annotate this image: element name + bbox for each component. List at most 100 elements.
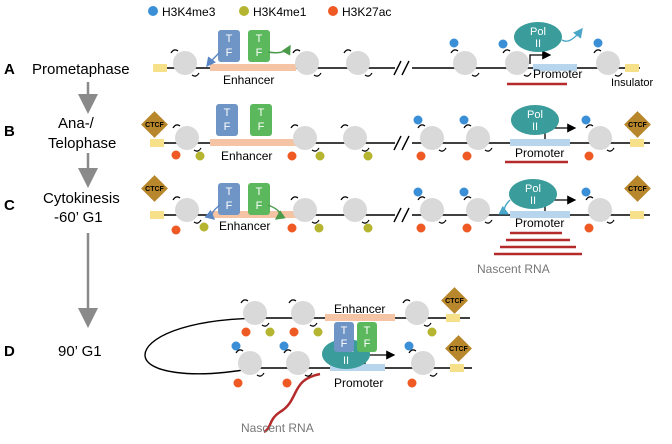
nucleosome	[290, 196, 320, 224]
insulator-element	[446, 314, 460, 322]
ctcf-label: CTCF	[145, 122, 164, 129]
binding-arrow-icon	[267, 204, 286, 220]
promoter-label: Promoter	[515, 146, 564, 160]
h3k4me3-mark	[231, 341, 241, 351]
panel-letter-c: C	[4, 197, 15, 214]
panel-letter-d: D	[4, 343, 15, 360]
h3k4me3-mark	[413, 115, 423, 125]
insulator-label: Insulator	[611, 77, 654, 89]
transcription-factor: T F	[216, 104, 238, 136]
stage-cytokinesis-line1: Cytokinesis	[43, 190, 120, 207]
row-d: CTCF CTCF Enhancer Promoter Nascent RNA	[144, 287, 472, 435]
h3k27ac-mark	[171, 225, 181, 235]
h3k4me1-mark	[315, 151, 325, 161]
nucleosome	[172, 124, 202, 152]
ctcf-label: CTCF	[445, 298, 464, 305]
nucleosome	[408, 349, 438, 377]
h3k4me1-mark	[363, 151, 373, 161]
h3k4me3-mark	[459, 187, 469, 197]
nucleosome	[170, 49, 200, 77]
binding-arrow-icon	[267, 44, 291, 56]
stage-labels: A Prometaphase B Ana-/ Telophase C Cytok…	[4, 61, 130, 360]
pol2-complex: Pol II	[514, 22, 562, 52]
nucleosome	[502, 49, 532, 77]
tf-letter-f: F	[226, 47, 233, 59]
h3k27ac-mark	[462, 151, 472, 161]
h3k4me3-mark	[459, 115, 469, 125]
ctcf-label: CTCF	[449, 346, 468, 353]
tf-letter-t: T	[224, 107, 231, 119]
tss-arrow-icon	[529, 50, 552, 64]
enhancer-label: Enhancer	[223, 73, 274, 87]
nascent-rna-label: Nascent RNA	[477, 262, 550, 276]
stage-g1-60-line2: -60’ G1	[54, 209, 103, 226]
nucleosome	[417, 196, 447, 224]
transcription-factor: T F	[248, 30, 270, 62]
stage-ana-line1: Ana-/	[58, 115, 95, 132]
h3k27ac-mark	[287, 223, 297, 233]
h3k4me3-mark	[449, 38, 459, 48]
h3k27ac-mark	[241, 327, 251, 337]
h3k4me1-mark	[363, 223, 373, 233]
ctcf-label: CTCF	[628, 186, 647, 193]
promoter-region	[510, 139, 570, 146]
chromatin-break	[393, 60, 410, 76]
transcription-factor: T F	[357, 322, 377, 352]
panel-letter-b: B	[4, 123, 15, 140]
h3k4me1-legend-marker	[239, 6, 249, 16]
nucleosome	[288, 299, 318, 327]
h3k4me1-mark	[265, 327, 275, 337]
legend-h3k27ac-label: H3K27ac	[342, 5, 391, 19]
pol2-label-line1: Pol	[527, 109, 543, 121]
nucleosome	[290, 124, 320, 152]
enhancer-region	[210, 64, 296, 71]
tf-letter-f: F	[226, 200, 233, 212]
ctcf-protein: CTCF	[445, 335, 472, 362]
tf-letter-t: T	[364, 325, 371, 337]
tf-letter-f: F	[364, 338, 371, 350]
legend-h3k4me1-label: H3K4me1	[253, 5, 307, 19]
transcription-factor: T F	[218, 30, 240, 62]
legend: H3K4me3 H3K4me1 H3K27ac	[148, 5, 391, 19]
nucleosome	[450, 49, 480, 77]
h3k27ac-mark	[289, 327, 299, 337]
insulator-element	[150, 139, 164, 147]
enhancer-label: Enhancer	[219, 219, 270, 233]
pol2-complex: Pol II	[509, 179, 557, 209]
promoter-region	[510, 211, 570, 218]
tf-letter-t: T	[226, 186, 233, 198]
insulator-element	[153, 64, 167, 72]
nucleosome	[593, 49, 623, 77]
nucleosome	[172, 196, 202, 224]
enhancer-region	[210, 139, 296, 146]
nucleosome	[343, 49, 373, 77]
nascent-rna	[494, 231, 582, 256]
promoter-label: Promoter	[533, 67, 582, 81]
h3k4me3-mark	[404, 341, 414, 351]
ctcf-label: CTCF	[628, 122, 647, 129]
insulator-element	[630, 139, 644, 147]
tf-letter-f: F	[224, 121, 231, 133]
legend-h3k4me3-label: H3K4me3	[162, 5, 216, 19]
pol2-complex: Pol II	[511, 105, 559, 135]
nascent-rna-label: Nascent RNA	[241, 421, 314, 435]
ctcf-label: CTCF	[145, 186, 164, 193]
nucleosome	[240, 299, 270, 327]
tf-letter-f: F	[256, 47, 263, 59]
h3k27ac-mark	[407, 378, 417, 388]
h3k4me1-mark	[313, 327, 323, 337]
promoter-label: Promoter	[334, 376, 383, 390]
h3k4me1-mark	[427, 327, 437, 337]
chromatin-break	[393, 207, 410, 223]
pol2-label-line2: II	[530, 195, 536, 207]
tf-letter-f: F	[256, 200, 263, 212]
ctcf-protein: CTCF	[141, 111, 168, 138]
promoter-region	[533, 64, 577, 71]
h3k27ac-legend-marker	[328, 6, 338, 16]
pol2-label-line2: II	[532, 121, 538, 133]
enhancer-region	[325, 314, 395, 321]
h3k4me3-mark	[581, 187, 591, 197]
stage-telophase-line2: Telophase	[48, 135, 116, 152]
insulator-element	[625, 64, 639, 72]
